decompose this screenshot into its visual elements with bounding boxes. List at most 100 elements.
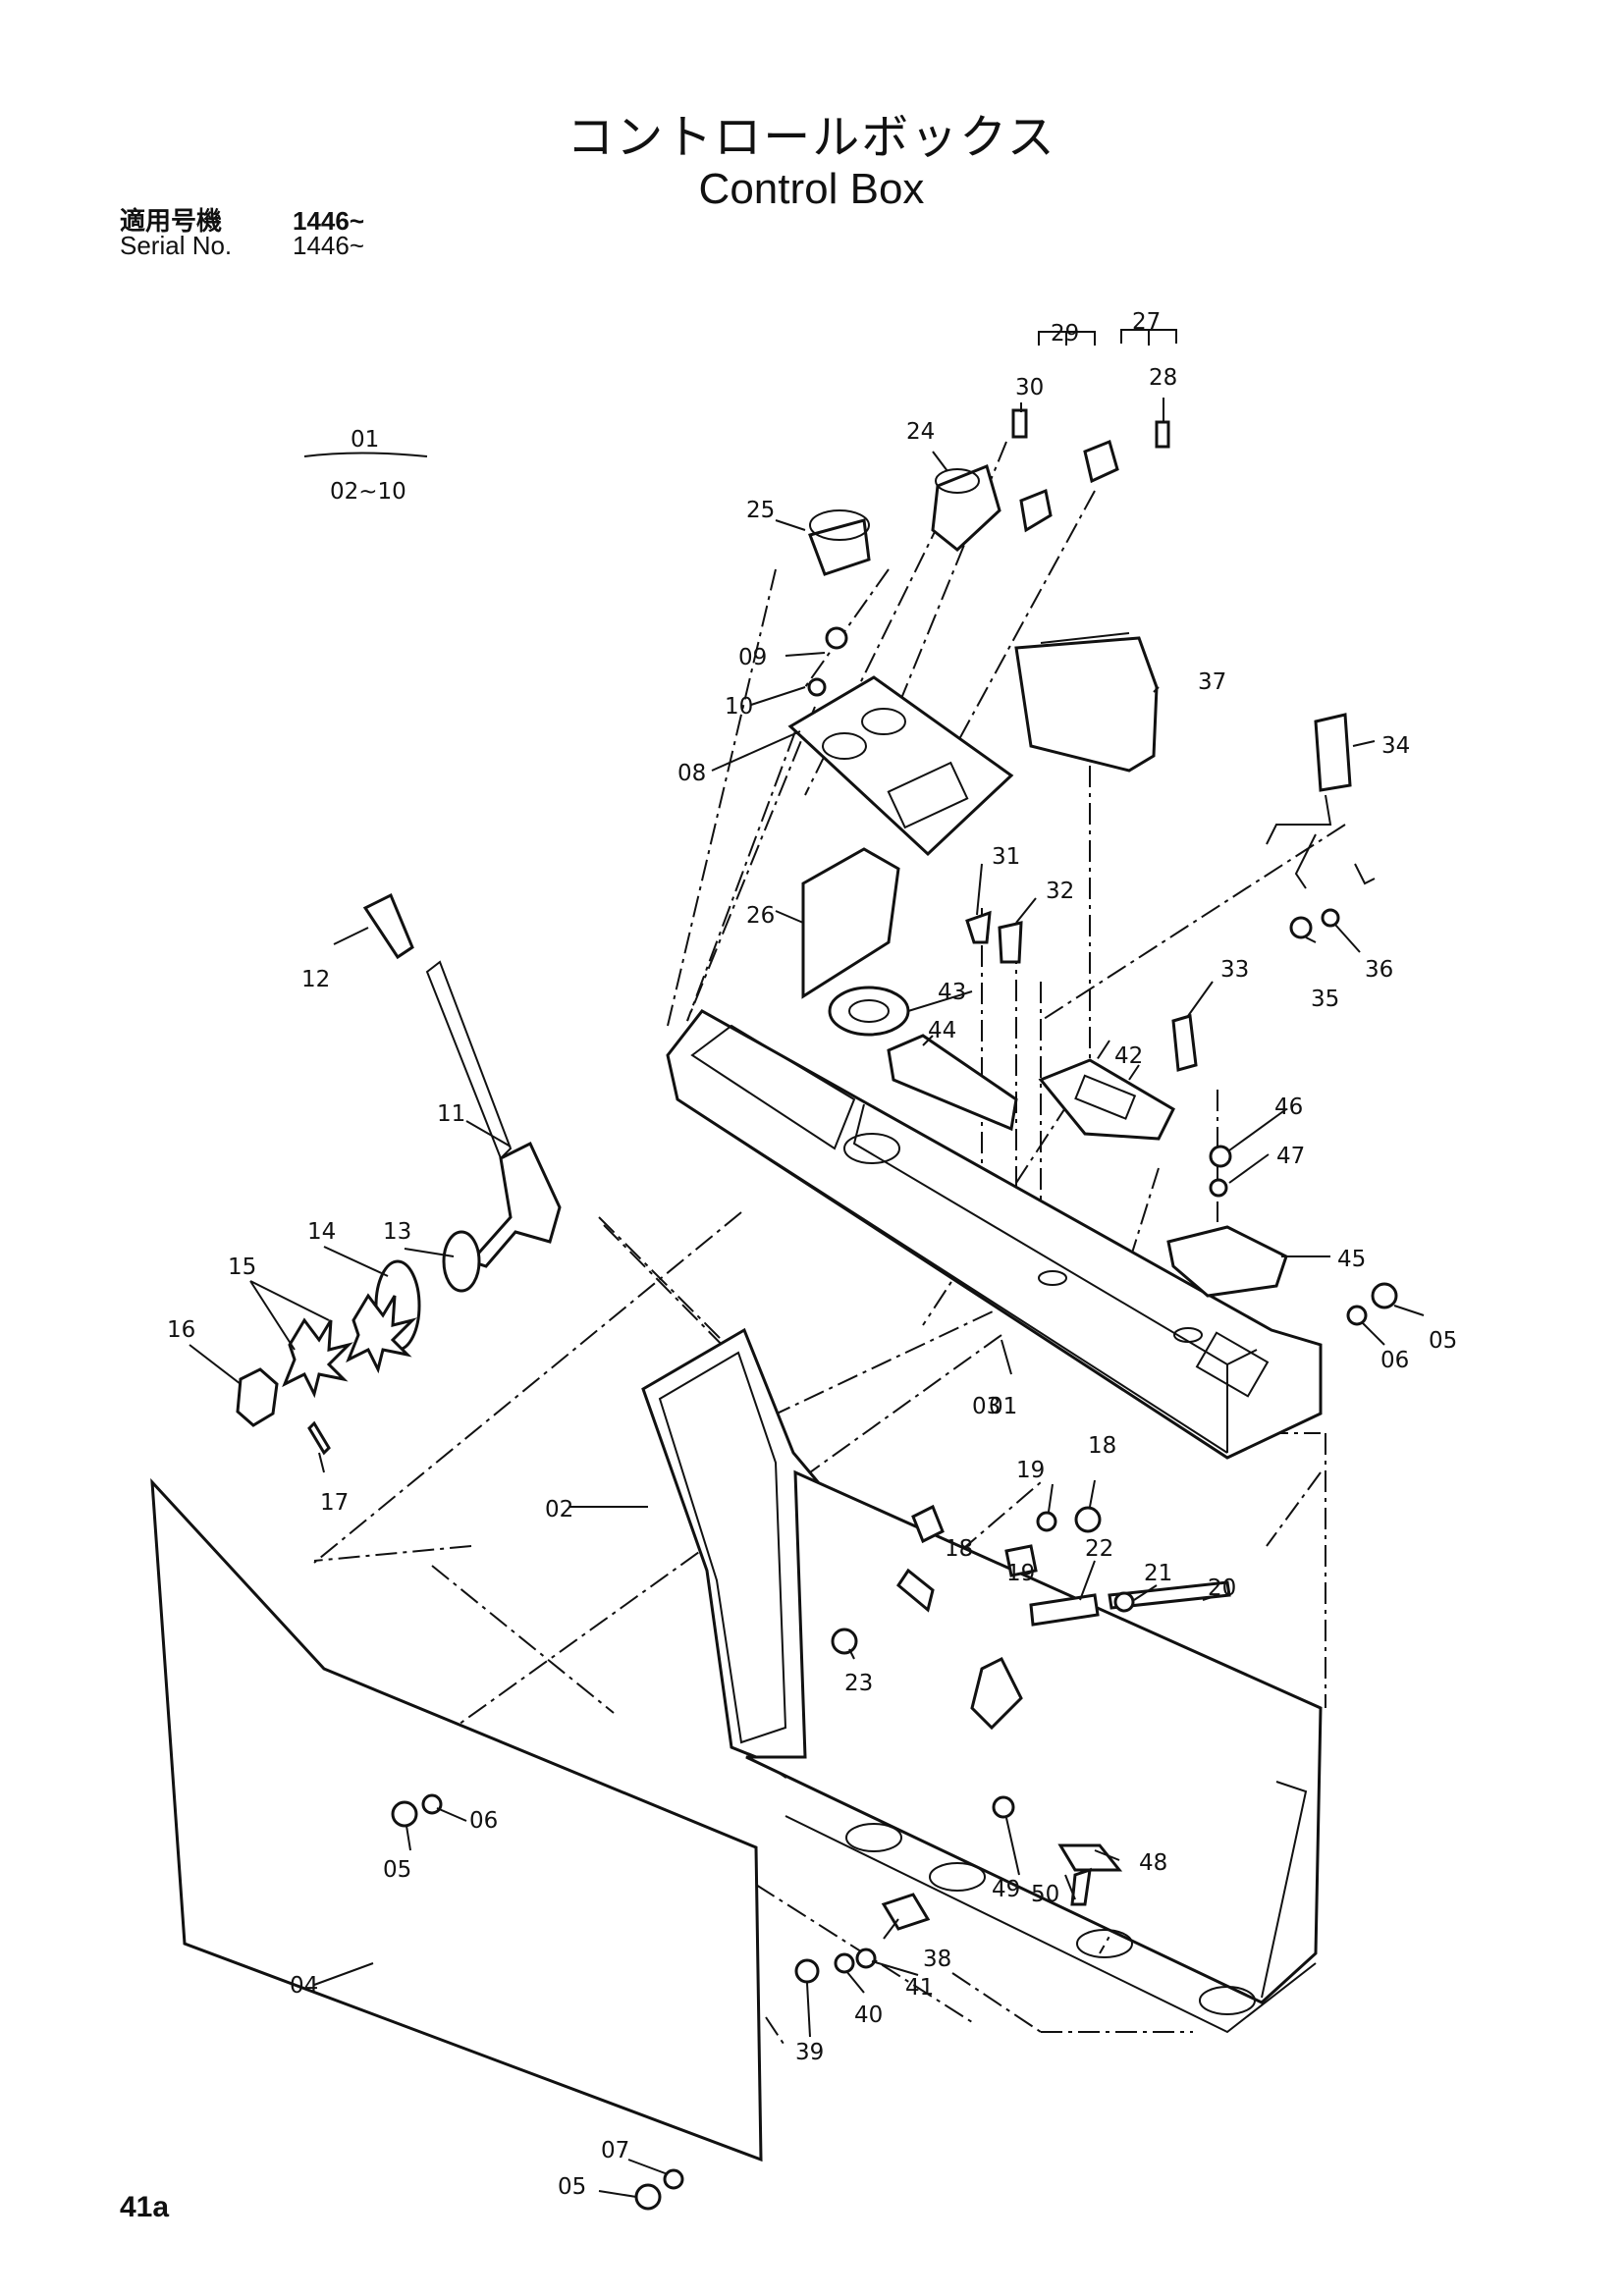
part-label-25: 25	[746, 498, 775, 523]
frame-42	[1038, 1058, 1175, 1141]
screw-35	[1289, 916, 1313, 939]
part-label-44: 44	[928, 1018, 956, 1043]
switch-27	[1083, 439, 1119, 484]
module-37	[1014, 636, 1159, 773]
serial-english-label: Serial No.	[120, 231, 233, 260]
switch-33	[1171, 1014, 1198, 1072]
panel-plate-08	[787, 675, 1014, 857]
washer-47	[1209, 1178, 1228, 1198]
screw-17	[307, 1420, 331, 1456]
knob-bottom	[970, 1656, 1023, 1731]
lamp-28	[1155, 420, 1170, 449]
part-label-30: 30	[1015, 375, 1044, 400]
leader-lines	[189, 329, 1425, 2198]
part-label-37: 37	[1198, 669, 1226, 695]
part-label-13: 13	[383, 1219, 411, 1245]
part-label-29: 29	[1051, 321, 1079, 347]
page-title-english: Control Box	[698, 165, 925, 213]
serial-japanese-value: 1446~	[293, 206, 365, 236]
serial-japanese: 適用号機 1446~	[120, 201, 364, 238]
part-label-19-upper: 19	[1016, 1458, 1045, 1483]
screw-09	[825, 626, 848, 650]
part-label-11: 11	[437, 1101, 465, 1127]
part-label-01: 01	[989, 1394, 1017, 1419]
switch-34	[1314, 713, 1352, 792]
page-number: 41a	[120, 2191, 170, 2223]
bolt-39	[794, 1958, 820, 1984]
part-label-21: 21	[1144, 1561, 1172, 1586]
part-label-02: 02	[545, 1497, 573, 1522]
part-label-48: 48	[1139, 1850, 1167, 1876]
lever-knob-12	[362, 892, 414, 960]
part-label-47: 47	[1276, 1144, 1305, 1169]
washer-13	[442, 1230, 481, 1293]
part-label-41: 41	[905, 1975, 934, 2001]
bolt-20	[1108, 1580, 1231, 1610]
part-label-12: 12	[301, 967, 330, 992]
switch-32	[998, 921, 1023, 964]
part-label-36: 36	[1365, 957, 1393, 983]
nuts-23	[831, 1628, 858, 1655]
serial-english: Serial No. 1446~	[120, 231, 364, 261]
nut-16	[236, 1367, 279, 1427]
grommet-43	[828, 986, 910, 1037]
part-label-28: 28	[1149, 365, 1177, 391]
bolt-18	[1074, 1506, 1102, 1533]
part-label-49: 49	[992, 1877, 1020, 1902]
part-label-23: 23	[844, 1671, 873, 1696]
bolt-05-left	[391, 1800, 418, 1828]
part-label-24: 24	[906, 419, 935, 445]
latch-mid	[896, 1568, 935, 1613]
lower-frame	[745, 1469, 1323, 2004]
part-label-22: 22	[1085, 1536, 1113, 1562]
part-label-31: 31	[992, 844, 1020, 870]
bracket-26	[801, 847, 900, 999]
part-label-33: 33	[1220, 957, 1249, 983]
gauge-25	[808, 518, 871, 576]
washer-06-right	[1346, 1305, 1368, 1326]
part-label-18-upper: 18	[1088, 1433, 1116, 1459]
part-label-35: 35	[1311, 987, 1339, 1012]
washer-10	[807, 677, 827, 697]
part-labels: 01 02 03 04 05 05 05 06 06 07 08 09 10 1…	[167, 309, 1457, 2200]
part-label-20: 20	[1208, 1575, 1236, 1601]
washer-07	[663, 2168, 684, 2190]
block-48	[1057, 1843, 1123, 1872]
part-label-34: 34	[1381, 733, 1410, 759]
part-label-45: 45	[1337, 1247, 1366, 1272]
part-label-06-left: 06	[469, 1808, 498, 1834]
part-label-15: 15	[228, 1255, 256, 1280]
serial-english-value: 1446~	[293, 231, 365, 260]
parts	[150, 408, 1398, 2211]
key-switch-24	[931, 463, 1001, 552]
part-label-38: 38	[923, 1947, 951, 1972]
washer-06-left	[421, 1793, 443, 1815]
spring-22	[1029, 1593, 1100, 1627]
page-title-japanese: コントロールボックス	[567, 110, 1056, 165]
serial-japanese-label: 適用号機	[120, 206, 223, 236]
screw-46	[1209, 1145, 1232, 1168]
part-label-05-right: 05	[1429, 1328, 1457, 1354]
block-19-upper	[911, 1504, 945, 1544]
washer-40	[834, 1952, 855, 1974]
part-label-05-left: 05	[383, 1857, 411, 1883]
block-19-lower	[1004, 1544, 1038, 1577]
lever-rod-11	[425, 960, 513, 1160]
washer-21	[1113, 1591, 1135, 1613]
washer-36	[1321, 908, 1340, 928]
part-label-17: 17	[320, 1490, 349, 1516]
part-label-39: 39	[795, 2040, 824, 2065]
part-label-42: 42	[1114, 1043, 1143, 1069]
part-label-03: 03	[972, 1394, 1001, 1419]
lamp-30	[1011, 408, 1028, 439]
star-wheel-15b	[282, 1317, 353, 1399]
side-panel-04	[150, 1477, 763, 2163]
part-label-14: 14	[307, 1219, 336, 1245]
part-label-09: 09	[738, 645, 767, 670]
part-label-40: 40	[854, 2002, 883, 2028]
lever-base-11	[468, 1141, 562, 1268]
cover-45	[1166, 1225, 1288, 1298]
switch-29	[1019, 488, 1053, 533]
part-label-16: 16	[167, 1317, 195, 1343]
bolt-05-right	[1371, 1282, 1398, 1309]
